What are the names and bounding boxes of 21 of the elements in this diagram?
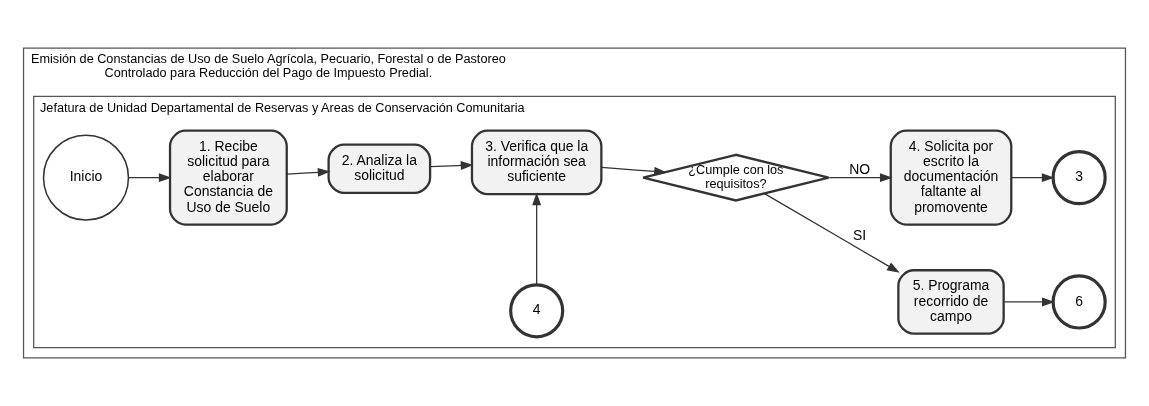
node-box: 4. Solicita por escrito la documentación faltante al promovente <box>889 129 1013 226</box>
node-circle: 3 <box>1051 150 1107 206</box>
node-circle: 4 <box>509 283 565 339</box>
edge-label: NO <box>849 160 871 177</box>
arrow <box>601 166 667 176</box>
node-box: 5. Programa recorrido de campo <box>897 269 1005 335</box>
node-box: 1. Recibe solicitud para elaborar Constancia de Uso de Suelo <box>168 129 288 226</box>
arrow <box>1010 173 1055 183</box>
arrow <box>1003 297 1055 307</box>
node-circle: 6 <box>1051 274 1107 330</box>
arrow <box>828 173 893 183</box>
node-diamond: ¿Cumple con los requisitos? <box>642 153 830 202</box>
arrow <box>763 193 900 273</box>
edge-label: SI <box>853 226 867 243</box>
node-box: 3. Verifica que la información sea suficiente <box>470 129 603 196</box>
arrow <box>127 173 172 183</box>
node-circle: Inicio <box>42 134 130 221</box>
node-box: 2. Analiza la solicitud <box>327 143 432 194</box>
arrow <box>429 161 474 170</box>
arrow <box>532 192 542 286</box>
arrow <box>286 167 331 177</box>
